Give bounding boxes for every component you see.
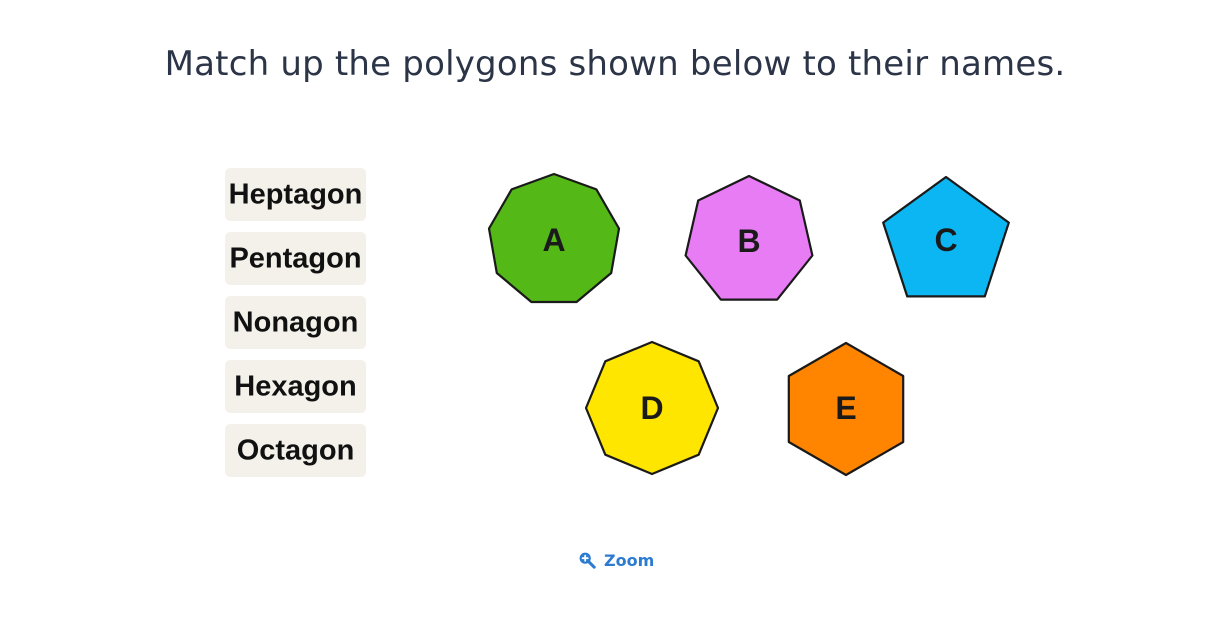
zoom-in-icon xyxy=(578,551,596,569)
name-label-hexagon[interactable]: Hexagon xyxy=(225,360,366,413)
name-label-pentagon[interactable]: Pentagon xyxy=(225,232,366,285)
name-label-text: Heptagon xyxy=(229,179,363,211)
polygon-c-letter: C xyxy=(934,222,957,258)
polygon-a-nonagon[interactable]: A xyxy=(487,172,621,304)
polygon-b-shape xyxy=(684,174,814,301)
polygon-d-octagon[interactable]: D xyxy=(584,340,720,476)
zoom-label: Zoom xyxy=(604,550,655,570)
polygon-c-shape xyxy=(882,175,1010,298)
name-label-text: Nonagon xyxy=(233,307,359,339)
polygon-e-shape xyxy=(787,341,905,477)
name-label-list: Heptagon Pentagon Nonagon Hexagon Octago… xyxy=(225,168,366,477)
polygon-b-letter: B xyxy=(737,223,760,259)
question-text: Match up the polygons shown below to the… xyxy=(164,44,1066,84)
name-label-text: Octagon xyxy=(237,435,355,467)
name-label-heptagon[interactable]: Heptagon xyxy=(225,168,366,221)
polygon-a-shape xyxy=(487,172,621,304)
polygon-e-letter: E xyxy=(835,390,856,426)
polygon-a-letter: A xyxy=(542,222,565,258)
polygon-b-heptagon[interactable]: B xyxy=(684,174,814,301)
name-label-text: Pentagon xyxy=(229,243,361,275)
name-label-octagon[interactable]: Octagon xyxy=(225,424,366,477)
polygon-d-shape xyxy=(584,340,720,476)
zoom-button[interactable]: Zoom xyxy=(578,547,654,573)
name-label-text: Hexagon xyxy=(234,371,356,403)
polygon-c-pentagon[interactable]: C xyxy=(882,175,1010,298)
polygon-shapes: A B C D E xyxy=(487,172,1010,477)
polygon-e-hexagon[interactable]: E xyxy=(787,341,905,477)
name-label-nonagon[interactable]: Nonagon xyxy=(225,296,366,349)
polygon-d-letter: D xyxy=(640,390,663,426)
